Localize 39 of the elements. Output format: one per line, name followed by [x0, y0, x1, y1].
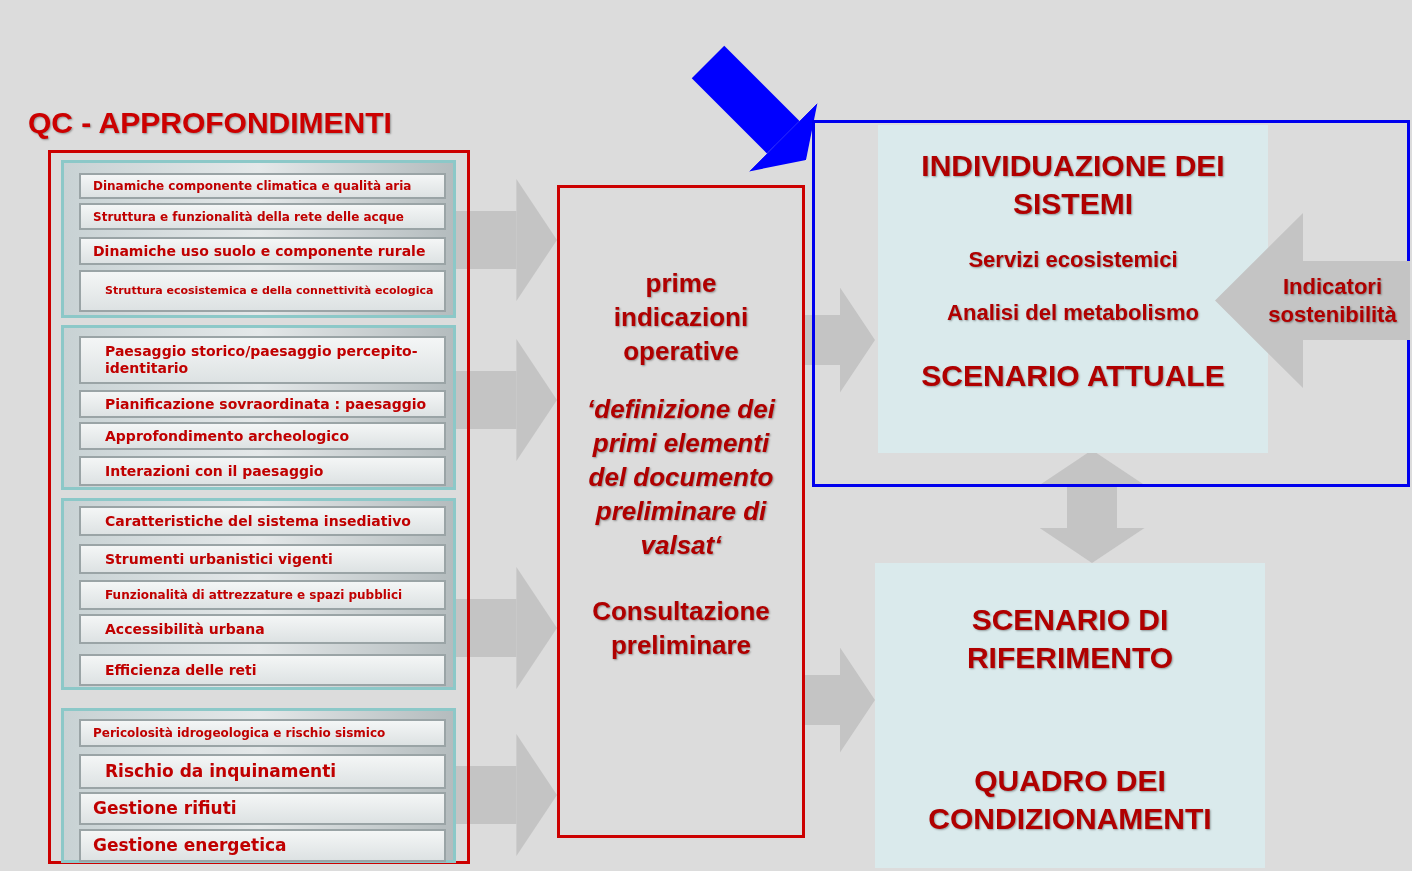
topic-box: Gestione rifiuti	[79, 792, 446, 825]
topic-box: Strumenti urbanistici vigenti	[79, 544, 446, 574]
box-heading: INDIVIDUAZIONE DEI SISTEMI	[920, 148, 1226, 222]
box-heading: prime indicazioni operative	[612, 267, 750, 368]
topic-box: Paesaggio storico/paesaggio percepito-identitario	[79, 336, 446, 384]
group-box	[61, 325, 456, 490]
scenario-box	[875, 563, 1265, 868]
process-box	[557, 185, 805, 838]
topic-box: Dinamiche componente climatica e qualità aria	[79, 173, 446, 199]
box-heading: QUADRO DEI CONDIZIONAMENTI	[927, 763, 1213, 837]
block-arrow	[691, 45, 818, 172]
topic-box: Pianificazione sovraordinata : paesaggio	[79, 390, 446, 418]
list-item: Analisi del metabolismo	[947, 299, 1199, 327]
topic-box: Approfondimento archeologico	[79, 422, 446, 450]
topic-box: Accessibilità urbana	[79, 614, 446, 644]
topic-box: Struttura ecosistemica e della connettività ecologica	[79, 270, 446, 312]
topic-box: Efficienza delle reti	[79, 654, 446, 686]
box-subheading: SCENARIO ATTUALE	[921, 358, 1225, 394]
group-box	[61, 160, 456, 318]
group-box	[61, 498, 456, 690]
topic-box: Caratteristiche del sistema insediativo	[79, 506, 446, 536]
scenario-box	[878, 125, 1268, 453]
topic-box: Pericolosità idrogeologica e rischio sismico	[79, 719, 446, 747]
group-box	[61, 708, 456, 863]
arrow-label: Indicatori sostenibilità	[1267, 273, 1398, 329]
topic-box: Rischio da inquinamenti	[79, 754, 446, 789]
box-note: Consultazione preliminare	[591, 595, 771, 662]
block-arrow	[805, 287, 875, 393]
topic-box: Interazioni con il paesaggio	[79, 456, 446, 486]
topic-box: Gestione energetica	[79, 829, 446, 862]
block-arrow	[805, 647, 875, 753]
topic-box: Funzionalità di attrezzature e spazi pubblici	[79, 580, 446, 610]
topic-box: Struttura e funzionalità della rete delle acque	[79, 203, 446, 230]
box-description: ‘definizione dei primi elementi del documento preliminare di valsat‘	[586, 393, 777, 562]
list-item: Servizi ecosistemici	[968, 246, 1178, 274]
box-heading: SCENARIO DI RIFERIMENTO	[965, 602, 1175, 676]
section-title: QC - APPROFONDIMENTI	[28, 105, 392, 141]
scenario-frame	[812, 120, 1410, 487]
topic-box: Dinamiche uso suolo e componente rurale	[79, 237, 446, 265]
